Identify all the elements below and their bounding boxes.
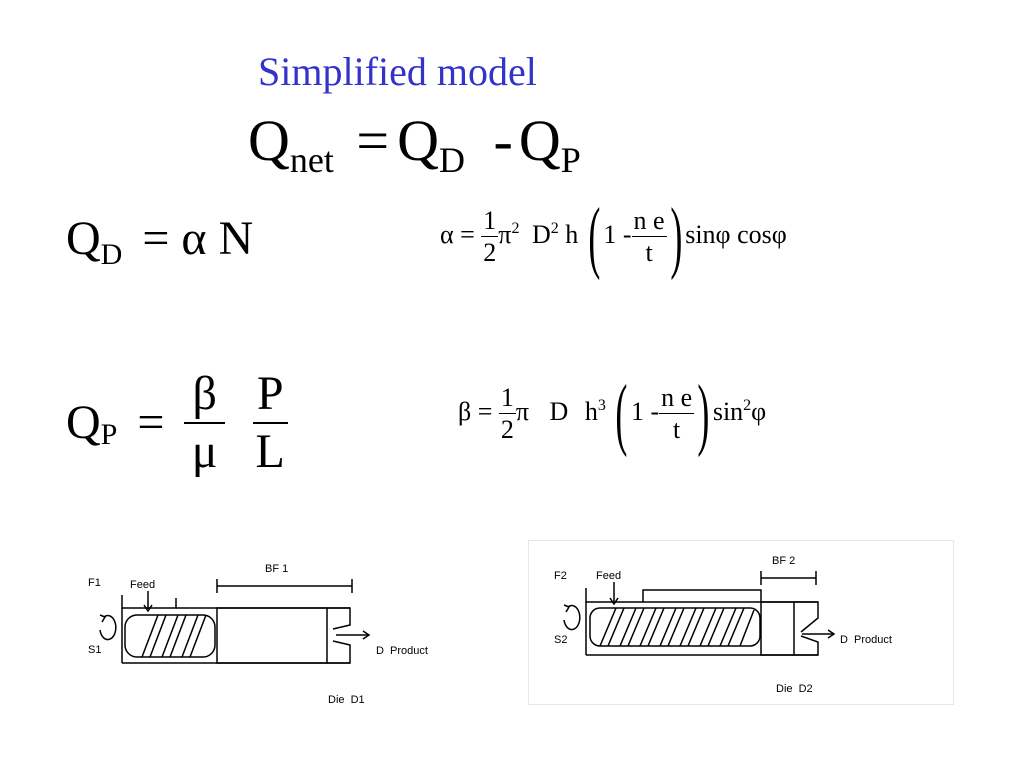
f-label: F2: [554, 570, 567, 582]
d-exponent: 2: [550, 219, 559, 237]
extruder-diagram-1: BF 1 F1 Feed S1 D Product Die D1: [80, 555, 470, 715]
beta-lhs: β =: [458, 396, 493, 426]
fraction-numerator: 1: [498, 383, 516, 414]
fraction-numerator: n e: [631, 206, 667, 237]
die-label: Die D1: [328, 694, 365, 706]
fraction-denominator: t: [645, 238, 653, 267]
h-exponent: 3: [597, 396, 606, 414]
fraction-denominator: 2: [500, 415, 514, 444]
rotation-arrow: [563, 604, 581, 631]
p-over-l-fraction: P L: [252, 370, 288, 478]
screw-body: [589, 607, 761, 647]
product-label: D Product: [840, 634, 892, 646]
qd-symbol: Q: [397, 108, 439, 173]
pi-symbol: π: [498, 219, 512, 249]
chamber: [216, 607, 328, 664]
half-fraction: 1 2: [498, 383, 516, 444]
fraction-numerator: n e: [659, 383, 695, 414]
hopper-outline: [121, 595, 177, 609]
one-minus: 1 -: [603, 219, 632, 249]
bf-label: BF 1: [265, 563, 288, 575]
fraction-numerator: β: [184, 370, 225, 424]
minus-sign: -: [493, 108, 513, 173]
left-paren: (: [588, 193, 601, 281]
fraction-numerator: 1: [481, 206, 499, 237]
feed-arrowhead: [143, 604, 153, 613]
feed-label: Feed: [130, 579, 155, 591]
f-label: F1: [88, 577, 101, 589]
fraction-denominator: μ: [191, 425, 218, 478]
die-label: Die D2: [776, 683, 813, 695]
die-lower: [327, 640, 351, 664]
bf-label: BF 2: [772, 555, 795, 567]
d-symbol: D: [549, 396, 569, 426]
slide-title: Simplified model: [258, 49, 537, 94]
equation-qnet: Qnet =QD -QP: [248, 112, 581, 180]
ne-over-t-fraction: n e t: [659, 383, 695, 444]
equation-beta: β = 1 2 π D h3 (1 - n e t )sin2φ: [458, 370, 767, 458]
feed-arrowhead: [609, 597, 619, 606]
sin-exponent: 2: [743, 396, 752, 414]
q-symbol: Q: [248, 108, 290, 173]
screw-flights: [599, 607, 755, 647]
equals-sign: =: [356, 108, 390, 173]
product-arrowhead: [362, 630, 371, 640]
qd-rhs: = α N: [142, 212, 254, 265]
p-subscript: P: [100, 418, 118, 452]
product-label: D Product: [376, 645, 428, 657]
left-paren: (: [615, 370, 628, 458]
q-symbol: Q: [66, 396, 101, 449]
half-fraction: 1 2: [481, 206, 499, 267]
die-lower: [794, 635, 819, 656]
pi-symbol: π: [515, 396, 530, 426]
qp-symbol: Q: [518, 108, 561, 173]
fraction-denominator: L: [255, 425, 285, 478]
d-subscript: D: [438, 140, 465, 180]
pi-exponent: 2: [511, 219, 520, 237]
diagram-frame: [528, 540, 954, 705]
s-label: S2: [554, 634, 567, 646]
hopper-outline: [585, 588, 762, 603]
d-subscript: D: [100, 238, 123, 271]
s-label: S1: [88, 644, 101, 656]
h-symbol: h: [565, 219, 579, 249]
fraction-numerator: P: [252, 370, 288, 424]
phi-symbol: φ: [751, 396, 767, 426]
equation-alpha: α = 1 2 π2 D2 h (1 - n e t )sinφ cosφ: [440, 193, 787, 281]
alpha-lhs: α =: [440, 219, 475, 249]
one-minus: 1 -: [630, 396, 660, 426]
fraction-denominator: 2: [483, 238, 497, 267]
rotation-arrowhead: [563, 604, 571, 613]
equation-qp: QP = β μ P L: [66, 370, 288, 476]
product-arrowhead: [827, 629, 836, 639]
trig-term: sinφ cosφ: [685, 219, 787, 249]
fraction-denominator: t: [673, 415, 681, 444]
trig-term: sin: [712, 396, 744, 426]
die-upper: [327, 607, 351, 630]
p-subscript: P: [560, 140, 581, 180]
q-symbol: Q: [66, 212, 101, 265]
screw-flights: [141, 614, 207, 658]
d-symbol: D: [531, 219, 551, 249]
die-upper: [794, 601, 819, 633]
rotation-arrowhead: [99, 614, 107, 623]
rotation-arrow: [99, 614, 117, 641]
h-symbol: h: [584, 396, 598, 426]
equals-sign: =: [137, 396, 165, 449]
equation-qd: QD = α N: [66, 215, 253, 270]
right-paren: ): [697, 370, 710, 458]
chamber: [760, 601, 795, 656]
feed-label: Feed: [596, 570, 621, 582]
beta-over-mu-fraction: β μ: [184, 370, 225, 478]
extruder-diagram-2: BF 2 F2 Feed S2 D Product Die D2: [528, 540, 954, 705]
net-subscript: net: [289, 140, 334, 180]
ne-over-t-fraction: n e t: [631, 206, 667, 267]
right-paren: ): [669, 193, 682, 281]
